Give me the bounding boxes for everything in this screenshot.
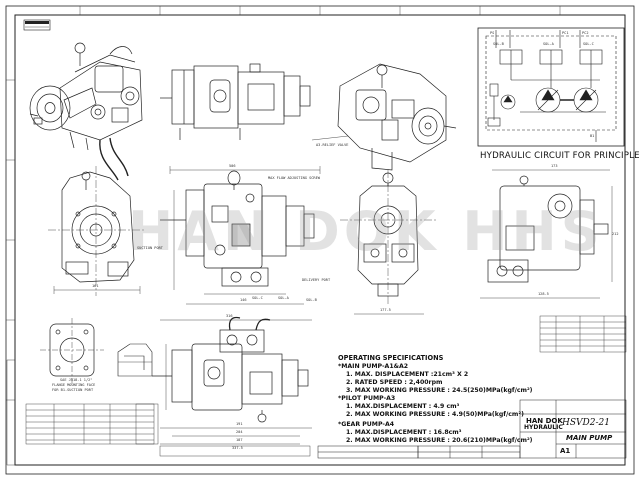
- label-delivery-port: DELIVERY PORT: [302, 278, 331, 282]
- dim-146: 146: [240, 298, 247, 302]
- drawing-number: HSVD2-21: [562, 418, 610, 428]
- dim-204: 204: [236, 430, 243, 434]
- label-sol-b: SOL-B: [306, 298, 317, 302]
- spec-main-item-2: 2. RATED SPEED : 2,400rpm: [346, 379, 443, 386]
- pump-isometric-view-left: [29, 42, 143, 181]
- pump-top-view: [160, 63, 311, 140]
- dim-161: 161: [92, 284, 99, 288]
- label-suction-port: SUCTION PORT: [137, 246, 163, 250]
- company-name-line1: HAN DOK: [526, 417, 563, 425]
- spec-gear-item-1: 1. MAX.DISPLACEMENT : 16.8cm³: [346, 429, 462, 436]
- label-flow-screw: MAX FLOW ADJUSTING SCREW: [268, 176, 320, 180]
- revision-table: [539, 315, 627, 353]
- circuit-label-pc2: PC2: [582, 31, 589, 35]
- flange-note-line1: SAE J518-1 1/2": [60, 378, 93, 382]
- circuit-label-pc1: PC1: [562, 31, 569, 35]
- watermark: HAN DOK HHS: [128, 200, 604, 263]
- hydraulic-circuit-diagram: [477, 27, 625, 147]
- pump-isometric-view-right: [311, 63, 457, 171]
- section-detail: [117, 343, 153, 377]
- dim-506: 506: [229, 164, 236, 168]
- circuit-label-b1: B1: [590, 134, 595, 138]
- pump-side-view: [160, 166, 321, 321]
- dim-337-5: 337.5: [232, 446, 243, 450]
- circuit-title: HYDRAULIC CIRCUIT FOR PRINCIPLE: [480, 151, 640, 161]
- spec-main-item-3: 3. MAX WORKING PRESSURE : 24.5(250)MPa(k…: [346, 387, 533, 394]
- label-sol-a: SOL-A: [278, 296, 289, 300]
- pump-end-view: [48, 166, 146, 296]
- spec-main-item-1: 1. MAX. DISPLACEMENT :21cm³ X 2: [346, 371, 469, 378]
- spec-main-pump-heading: *MAIN PUMP-A1&A2: [338, 363, 409, 370]
- dim-128-5: 128.5: [538, 292, 549, 296]
- sheet-border: [5, 5, 635, 475]
- spec-title: OPERATING SPECIFICATIONS: [338, 354, 444, 362]
- circuit-label-ps: PS: [490, 31, 495, 35]
- title-block: [317, 399, 627, 459]
- notes-table: [135, 403, 311, 457]
- dim-187: 187: [236, 438, 243, 442]
- drawing-stamp: [23, 19, 51, 31]
- company-name-line2: HYDRAULIC: [524, 424, 563, 431]
- circuit-label-sol-a: SOL-A: [543, 42, 554, 46]
- spec-gear-item-2: 2. MAX WORKING PRESSURE : 20.6(210)MPa(k…: [346, 437, 533, 444]
- parts-table: [25, 403, 155, 445]
- spec-gear-pump-heading: *GEAR PUMP-A4: [338, 421, 395, 428]
- dim-191: 191: [236, 422, 243, 426]
- spec-pilot-pump-heading: *PILOT PUMP-A3: [338, 395, 396, 402]
- dim-173: 173: [551, 164, 558, 168]
- part-name: MAIN PUMP: [566, 434, 613, 442]
- sheet-size: A1: [560, 447, 571, 455]
- flange-note-line3: FOR B1-SUCTION PORT: [52, 388, 94, 392]
- dim-177-5: 177.5: [380, 308, 391, 312]
- circuit-label-sol-b: SOL-B: [493, 42, 504, 46]
- spec-pilot-item-2: 2. MAX WORKING PRESSURE : 4.9(50)MPa(kgf…: [346, 411, 524, 418]
- label-relief-valve: A3-RELIEF VALVE: [316, 143, 349, 147]
- pump-bottom-view: [152, 316, 312, 445]
- flange-note-line2: FLANGE MOUNTING FACE: [52, 383, 96, 387]
- label-sol-c: SOL-C: [252, 296, 263, 300]
- circuit-label-sol-c: SOL-C: [583, 42, 594, 46]
- spec-pilot-item-1: 1. MAX.DISPLACEMENT : 4.9 cm³: [346, 403, 460, 410]
- dim-316: 316: [226, 314, 233, 318]
- pump-rear-view: [340, 170, 436, 315]
- flange-detail: [40, 318, 104, 384]
- dim-212: 212: [612, 232, 619, 236]
- pump-side-view-right: [480, 169, 613, 299]
